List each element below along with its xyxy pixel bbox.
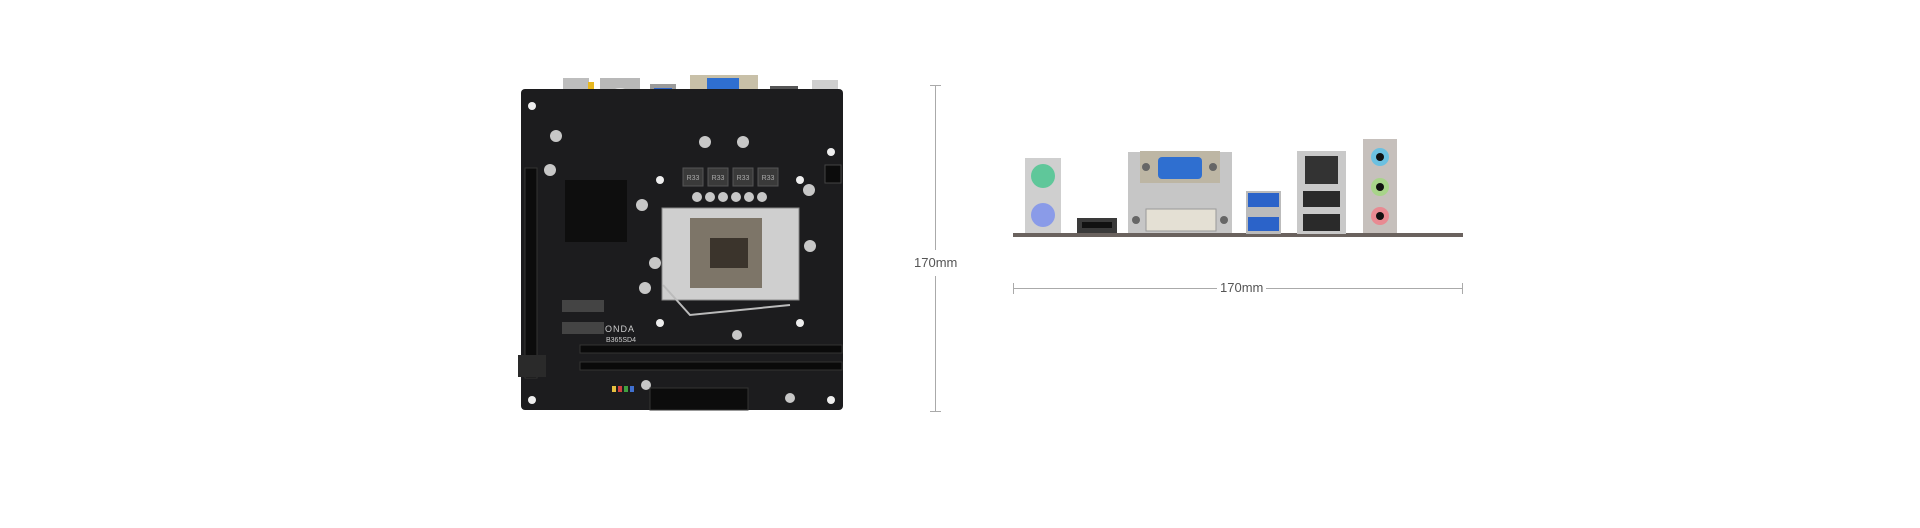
ps2-mouse-port [1031, 203, 1055, 227]
io-shield-baseline [1013, 233, 1463, 237]
vrm-label: R33 [712, 175, 725, 182]
mounting-holes [528, 102, 835, 404]
dimm-slot [579, 361, 843, 371]
dvi-port [1145, 208, 1217, 232]
atx-power-connector [649, 387, 749, 411]
model-label: B365SD4 [606, 337, 636, 344]
eps-power-connector [824, 164, 842, 184]
pcie-slot [524, 167, 538, 379]
capacitors [544, 130, 816, 403]
io-panel [1013, 139, 1463, 237]
vrm-chokes [682, 167, 779, 187]
height-dimension-line [930, 85, 941, 412]
board-height-label: 170mm [911, 255, 961, 270]
ps2-keyboard-port [1031, 164, 1055, 188]
vrm-label: R33 [737, 175, 750, 182]
chipset [565, 180, 627, 242]
usb3-port [1248, 193, 1279, 207]
m2-slot [562, 322, 604, 334]
vrm-label: R33 [687, 175, 700, 182]
usb3-port [1248, 217, 1279, 231]
brand-label: ONDA [605, 324, 635, 334]
rj45-port [1305, 156, 1338, 184]
usb2-port [1303, 191, 1340, 207]
vrm-label: R33 [762, 175, 775, 182]
dimm-slot [579, 344, 843, 354]
m2-slot [562, 300, 604, 312]
vga-port [1158, 157, 1202, 179]
usb2-port [1303, 214, 1340, 231]
io-width-label: 170mm [1217, 280, 1267, 295]
